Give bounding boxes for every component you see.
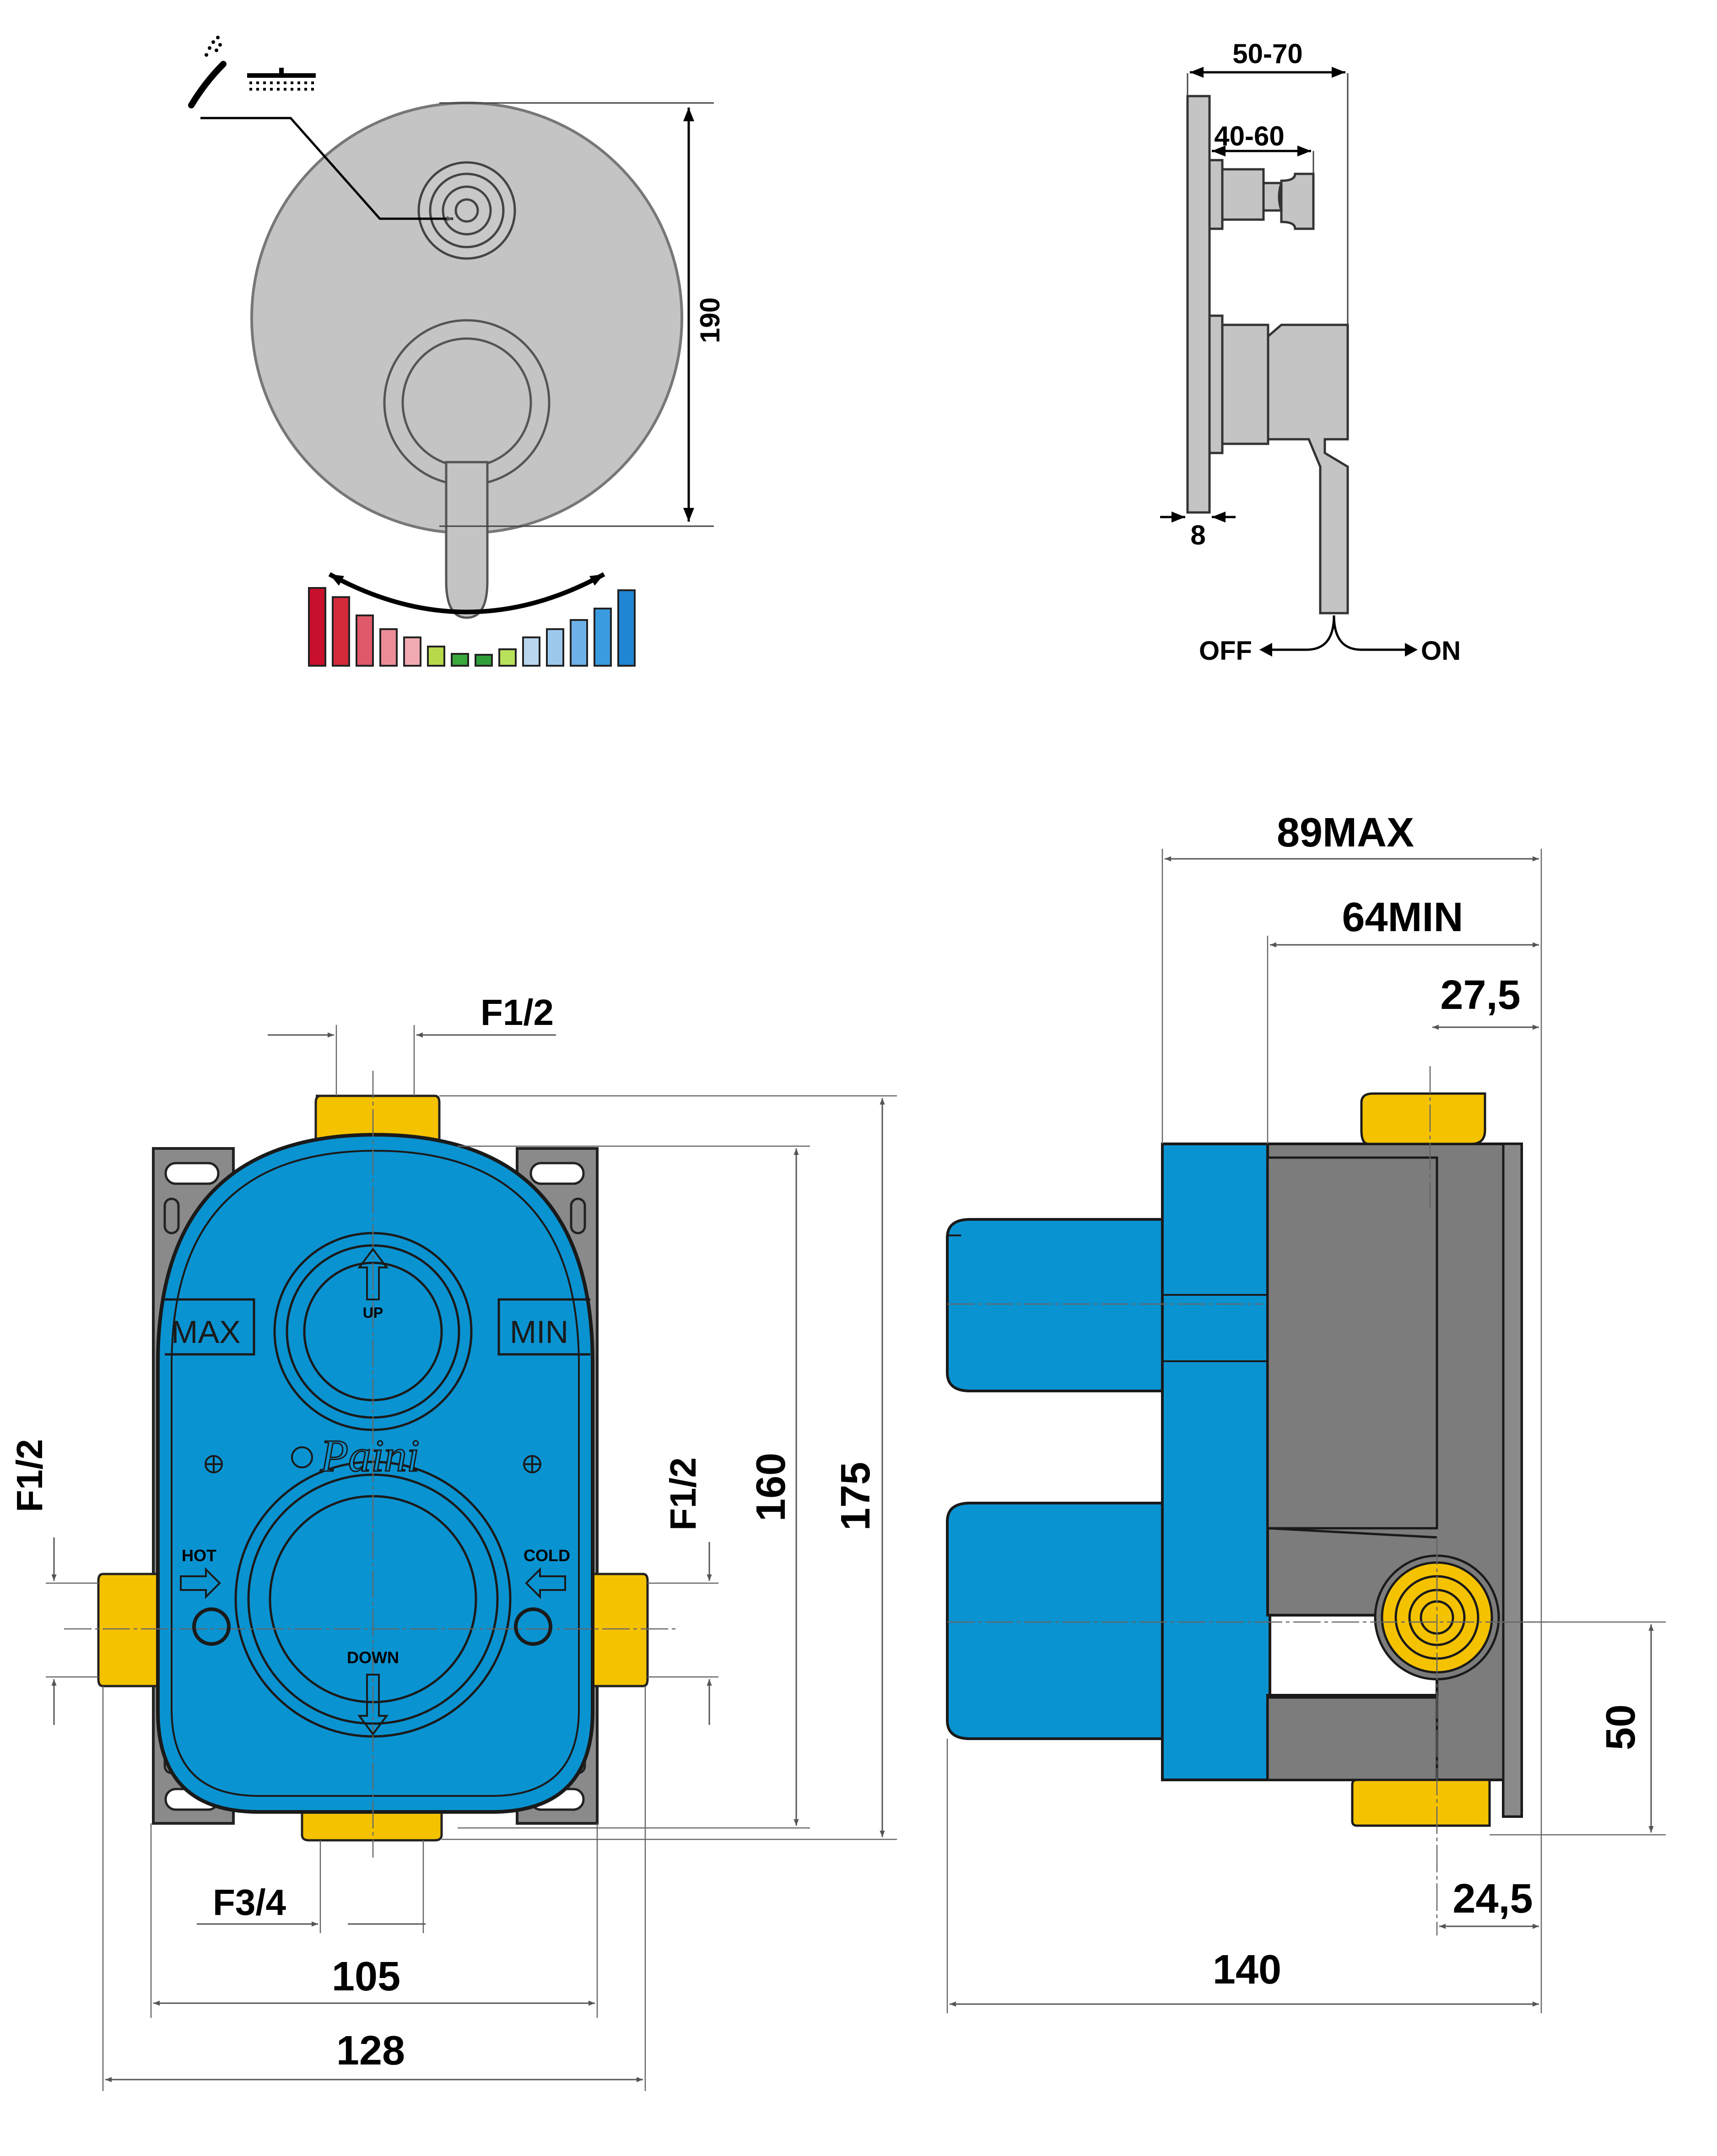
temperature-bar [403, 636, 421, 667]
temperature-arc-arrow [328, 572, 605, 614]
up-arrow-icon [357, 1247, 389, 1300]
dim-64min-text: 64MIN [1342, 895, 1463, 940]
side-mixer-lever [1208, 314, 1349, 614]
diverter-leader-line [200, 117, 453, 221]
temperature-bar [475, 654, 493, 667]
dim-24-5-text: 24,5 [1452, 1876, 1533, 1922]
temperature-bar [522, 636, 540, 667]
dim-40-60-text: 40-60 [1214, 121, 1284, 151]
faceplate-front-view: 190 [188, 36, 725, 667]
dim-140-text: 140 [1213, 1947, 1281, 1993]
temperature-bar [594, 608, 612, 667]
dim-8-text: 8 [1190, 520, 1205, 550]
dim-bottom-outlet-text: F3/4 [213, 1882, 286, 1923]
min-label: MIN [510, 1314, 568, 1350]
cold-inlet-fitting [580, 1573, 649, 1687]
down-label: DOWN [347, 1648, 399, 1667]
temperature-bar [498, 648, 517, 667]
diverter-knob [417, 161, 516, 260]
on-label: ON [1421, 636, 1461, 666]
body-side-view: 89MAX 64MIN 27,5 50 24,5 140 [946, 810, 1666, 2013]
temperature-bar [570, 619, 588, 667]
dim-left-inlet-text: F1/2 [9, 1439, 50, 1512]
hot-arrow-icon [180, 1567, 221, 1599]
off-on-arrows [1272, 615, 1405, 651]
valve-body [156, 1132, 594, 1814]
dim-27-5-text: 27,5 [1440, 972, 1520, 1018]
hot-label: HOT [182, 1546, 216, 1565]
side-lower-stub [946, 1502, 1171, 1740]
hand-shower-icon [188, 36, 227, 108]
temperature-bar [332, 596, 350, 667]
cold-label: COLD [524, 1546, 570, 1565]
side-upper-stub [946, 1218, 1171, 1392]
dim-50-text: 50 [1598, 1704, 1644, 1750]
cold-port [514, 1607, 552, 1646]
dim-top-inlet-text: F1/2 [481, 992, 554, 1033]
dim-175-text: 175 [833, 1462, 879, 1531]
dim-50-70-text: 50-70 [1232, 38, 1302, 69]
temperature-bar [308, 587, 326, 667]
svg-text:Paini: Paini [320, 1430, 420, 1481]
max-label: MAX [171, 1314, 241, 1350]
temperature-scale [308, 587, 636, 667]
side-body [1161, 1143, 1271, 1781]
side-top-fitting [1360, 1092, 1486, 1145]
side-cartridge-face [1266, 1156, 1438, 1530]
dim-105-text: 105 [332, 1954, 400, 2000]
down-arrow-icon [357, 1674, 389, 1736]
body-front-view: MAX MIN UP DOWN Paini HOT COLD F1 [9, 992, 897, 2091]
paini-logo: Paini [291, 1430, 420, 1482]
min-box [497, 1298, 590, 1356]
screw-icon [523, 1455, 541, 1473]
temperature-bar [451, 653, 469, 667]
hot-port [192, 1607, 231, 1646]
up-label: UP [363, 1304, 383, 1321]
valve-body-inner-outline [171, 1149, 580, 1797]
cold-arrow-icon [525, 1567, 566, 1599]
screw-icon [205, 1455, 223, 1473]
side-cartridge-lower [1266, 1696, 1438, 1781]
temperature-bar [617, 589, 636, 667]
side-bottom-fitting [1351, 1779, 1491, 1827]
dim-128-text: 128 [336, 2028, 405, 2074]
side-diverter-knob [1208, 159, 1315, 230]
temperature-bar [379, 628, 398, 667]
overhead-shower-icon [247, 68, 316, 91]
dim-89max-text: 89MAX [1277, 810, 1414, 856]
temperature-bar [546, 628, 564, 667]
faceplate-side-view: 50-70 40-60 8 OFF ON [1160, 38, 1461, 666]
dim-160-text: 160 [748, 1453, 794, 1521]
temperature-bar [427, 646, 445, 667]
dim-right-inlet-text: F1/2 [663, 1457, 703, 1531]
off-label: OFF [1199, 636, 1252, 666]
max-box [165, 1298, 255, 1356]
dim-190: 190 [439, 102, 725, 527]
side-rear-plate [1502, 1143, 1523, 1818]
dim-190-text: 190 [695, 297, 725, 343]
temperature-bar [356, 614, 374, 667]
side-plate [1186, 95, 1211, 514]
